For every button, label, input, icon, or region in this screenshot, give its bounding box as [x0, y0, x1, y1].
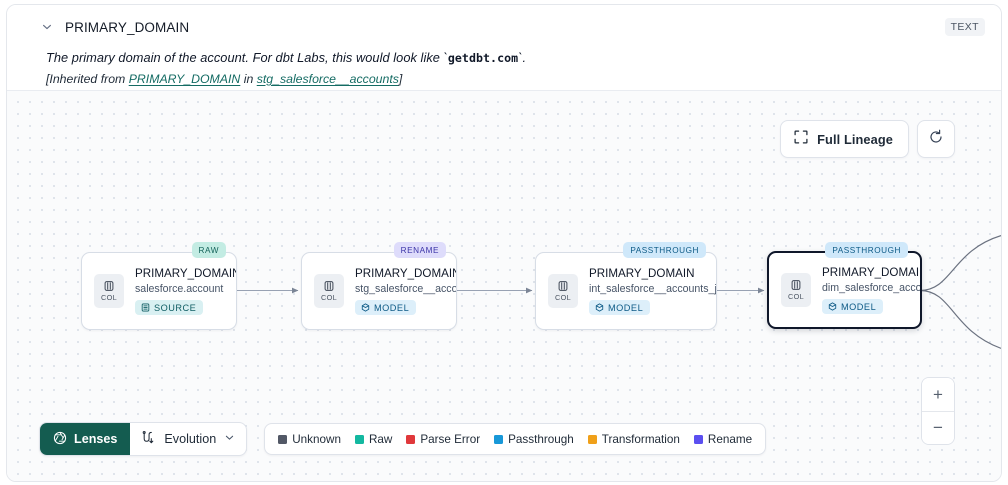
zoom-controls: + −	[921, 377, 955, 445]
full-lineage-label: Full Lineage	[817, 131, 893, 147]
zoom-out-button[interactable]: −	[922, 411, 954, 444]
column-icon: COL	[781, 273, 811, 307]
node-column-name: PRIMARY_DOMAIN	[822, 266, 920, 279]
lineage-canvas[interactable]: Full Lineage + − RAW	[7, 90, 1001, 481]
node-kind-label: MODEL	[374, 302, 410, 313]
node-kind-badge: MODEL	[355, 300, 417, 315]
lineage-node[interactable]: RAW COL PRIMARY_DOMAIN__C salesforce.acc…	[81, 242, 237, 330]
legend-swatch	[406, 434, 416, 444]
inherited-mid: in	[240, 72, 257, 86]
legend-item-transformation[interactable]: Transformation	[587, 432, 680, 446]
panel-header: PRIMARY_DOMAIN TEXT The primary domain o…	[7, 5, 1001, 90]
node-column-name: PRIMARY_DOMAIN	[589, 267, 695, 280]
node-kind-label: SOURCE	[154, 302, 197, 313]
column-description: The primary domain of the account. For d…	[46, 50, 985, 65]
page-title: PRIMARY_DOMAIN	[65, 19, 190, 35]
legend-label: Raw	[368, 432, 393, 446]
cube-icon	[828, 302, 837, 311]
legend-label: Rename	[707, 432, 753, 446]
chevron-down-icon[interactable]	[40, 20, 54, 34]
chevron-down-icon	[224, 432, 235, 446]
node-kind-label: MODEL	[841, 301, 877, 312]
node-lens-tag: PASSTHROUGH	[623, 242, 706, 258]
lens-selector[interactable]: Evolution	[130, 423, 246, 455]
legend-label: Transformation	[601, 432, 680, 446]
node-body: PRIMARY_DOMAIN__C salesforce.account SOU…	[124, 267, 236, 315]
column-icon-label: COL	[101, 293, 117, 302]
lineage-node[interactable]: PASSTHROUGH COL PRIMARY_DOMAIN int_sales…	[535, 242, 717, 330]
inherited-suffix: ]	[398, 72, 403, 86]
lenses-button[interactable]: Lenses	[40, 423, 131, 455]
column-icon: COL	[314, 274, 344, 308]
lenses-label: Lenses	[74, 432, 118, 446]
legend-swatch	[278, 434, 288, 444]
node-kind-badge: MODEL	[822, 299, 884, 314]
column-lineage-panel: PRIMARY_DOMAIN TEXT The primary domain o…	[6, 4, 1002, 482]
column-type-badge: TEXT	[944, 18, 985, 36]
node-kind-badge: SOURCE	[135, 300, 204, 315]
legend-item-rename[interactable]: Rename	[693, 432, 753, 446]
node-table-name: salesforce.account	[135, 283, 224, 295]
node-table-name: int_salesforce__accounts_joined	[589, 283, 716, 295]
node-kind-label: MODEL	[608, 302, 644, 313]
inherited-from-note: [Inherited from PRIMARY_DOMAIN in stg_sa…	[46, 72, 985, 86]
legend-item-raw[interactable]: Raw	[354, 432, 393, 446]
legend-item-parse-error[interactable]: Parse Error	[406, 433, 480, 446]
column-icon-label: COL	[788, 292, 804, 301]
column-icon: COL	[94, 274, 124, 308]
lens-legend: Unknown Raw Parse Error Passthrough Tran…	[264, 423, 767, 455]
refresh-button[interactable]	[917, 120, 955, 158]
expand-icon	[794, 129, 808, 149]
legend-item-passthrough[interactable]: Passthrough	[494, 433, 574, 446]
legend-label: Parse Error	[420, 432, 481, 446]
lineage-node[interactable]: RENAME COL PRIMARY_DOMAIN stg_salesforce…	[301, 242, 457, 330]
node-lens-tag: RAW	[191, 242, 226, 258]
node-body: PRIMARY_DOMAIN dim_salesforce_accounts M…	[811, 266, 920, 314]
node-body: PRIMARY_DOMAIN stg_salesforce__accounts …	[344, 267, 456, 315]
node-lens-tag: RENAME	[393, 242, 446, 258]
database-icon	[141, 303, 150, 312]
legend-label: Passthrough	[508, 432, 574, 446]
column-icon-label: COL	[321, 293, 337, 302]
legend-swatch	[354, 434, 364, 444]
cube-icon	[361, 303, 370, 312]
lens-selector-label: Evolution	[164, 432, 217, 446]
lineage-node-selected[interactable]: PASSTHROUGH COL PRIMARY_DOMAIN dim_sales…	[767, 242, 922, 329]
column-icon: COL	[548, 274, 578, 308]
evolution-icon	[141, 430, 156, 448]
inherited-prefix: [Inherited from	[46, 72, 129, 86]
node-column-name: PRIMARY_DOMAIN	[355, 267, 456, 280]
description-text-pre: The primary domain of the account. For d…	[46, 50, 448, 65]
node-body: PRIMARY_DOMAIN int_salesforce__accounts_…	[578, 267, 716, 315]
inherited-column-link[interactable]: PRIMARY_DOMAIN	[128, 72, 241, 86]
node-kind-badge: MODEL	[589, 300, 651, 315]
lens-control-group: Lenses Evolution	[39, 422, 248, 456]
lineage-toolbar: Lenses Evolution	[39, 422, 767, 456]
aperture-icon	[53, 431, 67, 448]
legend-item-unknown[interactable]: Unknown	[278, 433, 341, 446]
full-lineage-button[interactable]: Full Lineage	[780, 120, 909, 158]
node-table-name: stg_salesforce__accounts	[355, 283, 456, 295]
node-column-name: PRIMARY_DOMAIN__C	[135, 267, 236, 280]
node-lens-tag: PASSTHROUGH	[825, 242, 908, 258]
description-text-post: `.	[518, 50, 527, 65]
legend-swatch	[587, 434, 597, 444]
node-table-name: dim_salesforce_accounts	[822, 282, 920, 294]
column-icon-label: COL	[555, 293, 571, 302]
description-code: getdbt.com	[447, 51, 519, 65]
inherited-model-link[interactable]: stg_salesforce__accounts	[256, 72, 399, 86]
refresh-icon	[928, 129, 944, 150]
header-title-row: PRIMARY_DOMAIN	[23, 15, 985, 39]
legend-label: Unknown	[292, 432, 341, 446]
legend-swatch	[494, 434, 504, 444]
zoom-in-button[interactable]: +	[922, 378, 954, 411]
canvas-controls: Full Lineage	[780, 120, 955, 158]
cube-icon	[595, 303, 604, 312]
legend-swatch	[693, 434, 703, 444]
